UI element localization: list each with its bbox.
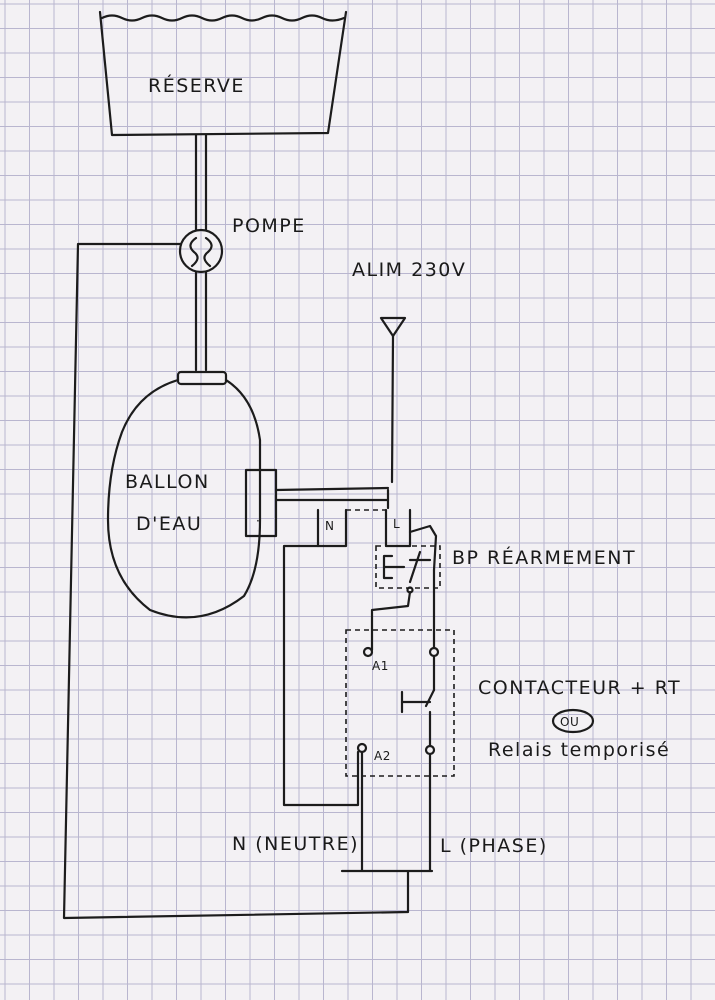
neutral-label: N (NEUTRE): [232, 833, 359, 855]
sensor-dot: ·: [256, 514, 260, 528]
terminal-l-label: L: [393, 517, 400, 531]
mains-wires: N (NEUTRE) L (PHASE): [232, 750, 548, 873]
reset-pushbutton: BP RÉARMEMENT: [370, 545, 636, 652]
neutral-wire-loop: [282, 544, 360, 807]
pump-return-wire: [62, 242, 410, 920]
contactor-relay: A1 A2 CONTACTEUR + RT OU Relais temporis…: [345, 629, 681, 777]
phase-label: L (PHASE): [440, 835, 548, 857]
terminal-block: N L: [316, 508, 412, 548]
pump-symbol: POMPE: [178, 215, 306, 274]
reserve-tank: RÉSERVE: [98, 10, 348, 137]
power-supply-label: ALIM 230V: [352, 259, 466, 281]
water-pipe: [194, 133, 208, 372]
reserve-label: RÉSERVE: [148, 74, 245, 97]
pump-label: POMPE: [232, 215, 306, 237]
terminal-n-label: N: [325, 519, 334, 533]
balloon-label-line2: D'EAU: [136, 513, 202, 535]
a2-label: A2: [374, 749, 391, 763]
reset-button-label: BP RÉARMEMENT: [452, 546, 636, 569]
sensor-connection: [274, 486, 390, 510]
or-label: OU: [560, 715, 579, 729]
water-balloon: BALLON D'EAU ·: [106, 370, 278, 619]
balloon-label-line1: BALLON: [125, 471, 210, 493]
contactor-label: CONTACTEUR + RT: [478, 677, 681, 699]
timed-relay-label: Relais temporisé: [488, 739, 670, 761]
power-supply: ALIM 230V: [352, 259, 466, 484]
a1-label: A1: [372, 659, 389, 673]
phase-wire: [408, 524, 438, 572]
